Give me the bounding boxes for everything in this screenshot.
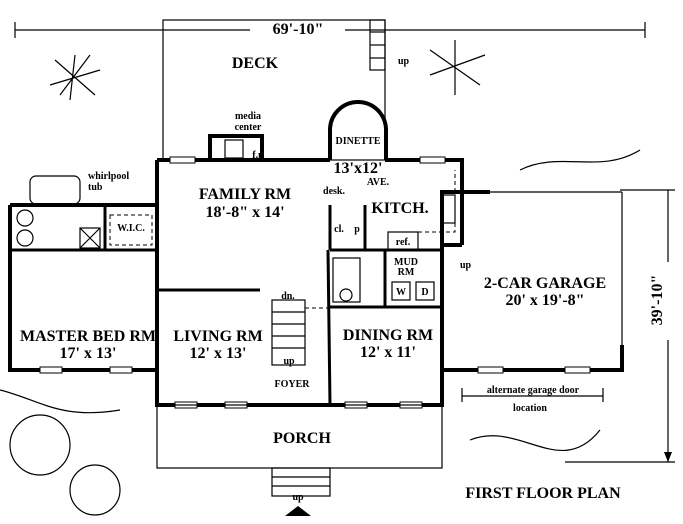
dining-room-label: DINING RM bbox=[343, 327, 433, 344]
garage-label: 2-CAR GARAGE bbox=[484, 275, 606, 292]
interior-walls bbox=[10, 205, 442, 406]
desk-label: desk. bbox=[323, 186, 345, 197]
master-bedroom-label: MASTER BED RM bbox=[20, 328, 156, 345]
tree-icon bbox=[0, 40, 641, 516]
closet-label: cl. bbox=[334, 224, 344, 235]
living-room-size: 12' x 13' bbox=[190, 345, 247, 362]
garage-size: 20' x 19'-8" bbox=[505, 292, 584, 309]
dinette-note: AVE. bbox=[367, 177, 390, 188]
family-room-label: FAMILY RM bbox=[199, 186, 291, 203]
main-stairs bbox=[271, 299, 330, 366]
mud-room-up-label: up bbox=[460, 260, 472, 271]
fireplace-label: f.p bbox=[252, 150, 264, 161]
kitchen-label: KITCH. bbox=[371, 200, 428, 217]
width-dimension-line bbox=[14, 22, 646, 38]
mud-room-label-2: RM bbox=[398, 267, 415, 278]
mud-room-label: MUD bbox=[394, 257, 418, 268]
alt-garage-door-label: alternate garage door bbox=[487, 385, 580, 396]
dinette-size: 13'x12' bbox=[334, 160, 383, 177]
deck-stairs bbox=[369, 19, 386, 71]
plan-title: FIRST FLOOR PLAN bbox=[465, 485, 621, 502]
porch-steps bbox=[271, 467, 331, 497]
deck-label: DECK bbox=[232, 55, 279, 72]
whirlpool-tub-label: whirlpool bbox=[88, 171, 129, 182]
media-center-label: media bbox=[235, 111, 261, 122]
dinette-label: DINETTE bbox=[335, 136, 380, 147]
porch-up-label: up bbox=[292, 492, 304, 503]
depth-dimension-line bbox=[565, 189, 675, 463]
foyer-label: FOYER bbox=[275, 379, 311, 390]
wic-label: W.I.C. bbox=[117, 223, 145, 234]
stairs-down-label: dn. bbox=[281, 291, 295, 302]
family-room-size: 18'-8" x 14' bbox=[205, 204, 284, 221]
living-room-label: LIVING RM bbox=[173, 328, 262, 345]
media-center-label-2: center bbox=[235, 122, 262, 133]
washer-label: W bbox=[396, 287, 406, 298]
dining-room-size: 12' x 11' bbox=[360, 344, 416, 361]
whirlpool-tub-label-2: tub bbox=[88, 182, 103, 193]
master-bath-fixtures bbox=[16, 139, 456, 303]
entry-arrow-icon bbox=[285, 506, 311, 516]
refrigerator-label: ref. bbox=[396, 237, 411, 248]
porch-label: PORCH bbox=[273, 430, 331, 447]
stairs-up-label: up bbox=[283, 356, 295, 367]
alt-garage-door-line bbox=[461, 388, 604, 402]
master-bedroom-size: 17' x 13' bbox=[60, 345, 117, 362]
deck-up-label: up bbox=[398, 56, 410, 67]
dryer-label: D bbox=[421, 287, 428, 298]
pantry-label: p bbox=[354, 224, 360, 235]
depth-dimension: 39'-10" bbox=[649, 275, 666, 326]
width-dimension: 69'-10" bbox=[273, 21, 324, 38]
alt-garage-door-label-2: location bbox=[513, 403, 547, 414]
